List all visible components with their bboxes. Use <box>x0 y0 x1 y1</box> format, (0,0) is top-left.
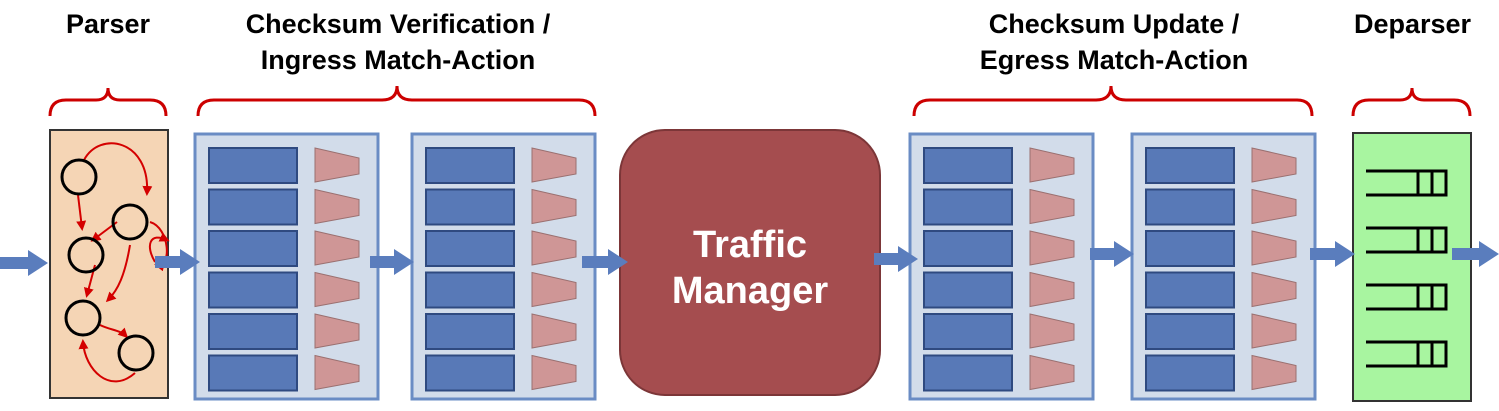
parser-bracket <box>48 87 168 117</box>
traffic-manager-line2: Manager <box>671 270 829 312</box>
action-unit <box>531 271 577 308</box>
match-table <box>425 230 515 267</box>
emitter-icon <box>1366 226 1448 254</box>
emitter-icon <box>1366 283 1448 311</box>
match-table <box>1145 271 1235 309</box>
action-unit <box>314 313 360 349</box>
match-table <box>1145 147 1235 184</box>
flow-arrow-8 <box>1452 241 1499 267</box>
action-unit <box>314 188 360 225</box>
egress-bracket <box>912 85 1314 117</box>
ingress-label-line1: Checksum Verification / <box>245 9 551 39</box>
match-table <box>425 188 515 226</box>
flow-arrow-5 <box>874 246 918 272</box>
egress-label: Checksum Update / Egress Match-Action <box>914 6 1314 78</box>
match-table <box>425 313 515 350</box>
flow-arrow-6 <box>1090 241 1134 267</box>
action-unit <box>1029 230 1075 266</box>
emitter-icon <box>1366 340 1448 368</box>
flow-arrows <box>0 241 1499 276</box>
emitter-icon <box>1366 169 1448 197</box>
action-unit <box>1251 188 1297 225</box>
deparser-box <box>1352 132 1472 402</box>
action-unit <box>314 230 360 266</box>
action-unit <box>1029 313 1075 349</box>
action-unit <box>1251 354 1297 391</box>
match-table <box>208 147 298 184</box>
match-table <box>208 230 298 267</box>
flow-arrow-3 <box>370 249 414 275</box>
match-table <box>923 271 1013 309</box>
deparser-label: Deparser <box>1353 9 1472 39</box>
action-unit <box>1029 271 1075 308</box>
match-table <box>923 354 1013 392</box>
match-table <box>1145 313 1235 350</box>
match-table <box>923 147 1013 184</box>
action-unit <box>1029 188 1075 225</box>
match-table <box>923 230 1013 267</box>
parser-label: Parser <box>65 9 151 39</box>
match-table <box>425 354 515 392</box>
action-unit <box>1251 230 1297 266</box>
match-table <box>208 271 298 309</box>
action-unit <box>1251 271 1297 308</box>
match-table <box>208 188 298 226</box>
action-unit <box>531 230 577 266</box>
match-action-stages <box>193 132 1317 401</box>
flow-arrow-4 <box>582 249 628 275</box>
stage-4 <box>1130 132 1317 401</box>
action-unit <box>314 271 360 308</box>
ingress-label-line2: Ingress Match-Action <box>260 45 536 75</box>
traffic-manager-line1: Traffic <box>692 224 808 266</box>
action-unit <box>1251 147 1297 183</box>
match-table <box>923 313 1013 350</box>
action-unit <box>531 147 577 183</box>
stage-2 <box>410 132 597 401</box>
action-unit <box>1029 147 1075 183</box>
flow-arrow-1 <box>0 250 48 276</box>
stage-3 <box>908 132 1095 401</box>
match-table <box>1145 188 1235 226</box>
match-table <box>425 271 515 309</box>
parser-state-graph <box>60 142 170 383</box>
flow-arrow-7 <box>1310 241 1355 267</box>
egress-label-line2: Egress Match-Action <box>979 45 1249 75</box>
deparser-bracket <box>1351 87 1472 117</box>
parser-box <box>49 129 169 399</box>
traffic-manager-label: Traffic Manager <box>620 222 880 314</box>
match-table <box>1145 354 1235 392</box>
match-table <box>923 188 1013 226</box>
action-unit <box>1029 354 1075 391</box>
action-unit <box>314 147 360 183</box>
stage-1 <box>193 132 380 401</box>
flow-arrow-2 <box>155 249 200 275</box>
action-unit <box>531 313 577 349</box>
action-unit <box>531 354 577 391</box>
match-table <box>425 147 515 184</box>
ingress-bracket <box>196 85 597 117</box>
deparser-emitters <box>1366 169 1448 368</box>
match-table <box>1145 230 1235 267</box>
action-unit <box>531 188 577 225</box>
action-unit <box>1251 313 1297 349</box>
match-table <box>208 354 298 392</box>
match-table <box>208 313 298 350</box>
action-unit <box>314 354 360 391</box>
egress-label-line1: Checksum Update / <box>988 9 1240 39</box>
ingress-label: Checksum Verification / Ingress Match-Ac… <box>198 6 598 78</box>
